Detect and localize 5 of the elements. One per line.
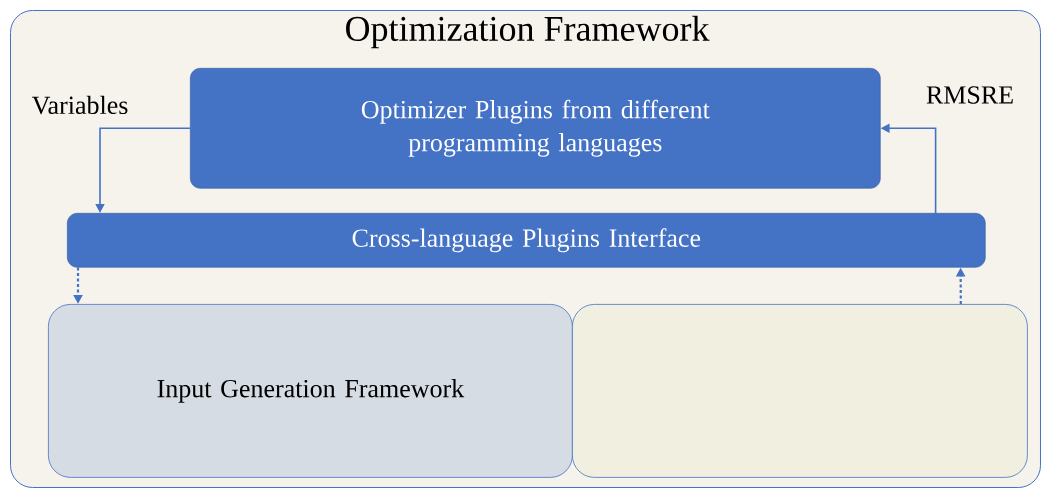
edge-label: RMSRE bbox=[924, 85, 1016, 105]
process-box: Cross-language Plugins Interface bbox=[67, 213, 986, 268]
process-box bbox=[572, 304, 1028, 478]
process-box: Optimizer Plugins from different programming languages bbox=[190, 68, 881, 189]
process-box: Input Generation Framework bbox=[48, 304, 573, 478]
